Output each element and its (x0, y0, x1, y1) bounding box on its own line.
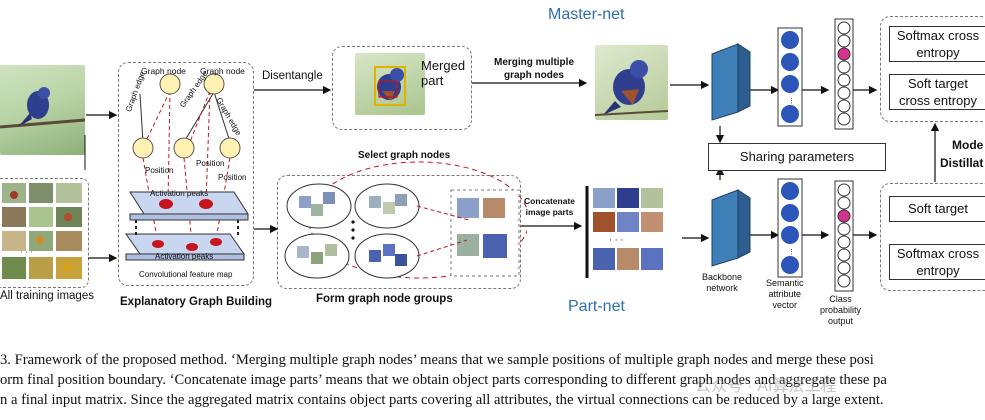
part-backbone (708, 188, 754, 268)
master-semantic-vector: ⋮ (777, 27, 803, 127)
position-label-2: Position (196, 159, 225, 168)
class-probability-output-label: Class probability output (820, 294, 862, 326)
merging-arrow (472, 78, 588, 88)
activation-peaks-top-label: Activation peaks (150, 189, 209, 198)
backbone-network-label: Backbone network (702, 272, 743, 293)
distillation-arrow (930, 122, 940, 182)
explanatory-graph-diagram (118, 62, 254, 284)
training-bird-photo (0, 65, 85, 155)
training-images-grid-box (0, 178, 89, 288)
svg-text:⋮: ⋮ (788, 98, 795, 105)
caption-line-1: 3. Framework of the proposed method. ‘Me… (0, 352, 874, 368)
part-semantic-vector: ⋮ (777, 178, 803, 278)
merged-part-label: Merged part (421, 58, 466, 88)
position-label-1: Position (145, 166, 174, 175)
disentangle-label: Disentangle (262, 70, 323, 82)
concatenate-arrow (521, 221, 583, 231)
form-graph-node-groups-label: Form graph node groups (316, 293, 453, 305)
concatenate-label: Concatenate image parts (524, 196, 576, 217)
merged-part-photo (355, 53, 425, 115)
input-arrows (84, 110, 118, 263)
model-distillation-label: Mode Distillat (940, 138, 984, 170)
master-backbone (708, 42, 754, 122)
activation-peaks-bottom-label: Activation peaks (155, 252, 214, 261)
caption-line-3: n a final input matrix. Since the aggreg… (0, 392, 884, 408)
svg-text:· · ·: · · · (609, 236, 623, 246)
graph-node-label-1: Graph node (141, 66, 186, 76)
part-net-label: Part-net (568, 298, 625, 315)
explanatory-graph-building-label: Explanatory Graph Building (120, 296, 273, 308)
master-net-input-photo (595, 45, 668, 120)
watermark: 公众号 · AI算法工程 (695, 378, 837, 395)
select-graph-nodes-label: Select graph nodes (358, 150, 451, 161)
svg-text:⋮: ⋮ (788, 249, 795, 256)
semantic-attribute-vector-label: Semantic attribute vector (766, 278, 804, 310)
network-connectors (670, 80, 878, 243)
conv-feature-map-label: Convolutional feature map (139, 270, 233, 279)
master-net-label: Master-net (548, 6, 625, 23)
master-class-output (834, 18, 854, 130)
merging-label: Merging multiple graph nodes (494, 57, 574, 81)
soft-target-box: Soft target (889, 196, 985, 222)
svg-text:· · ·: · · · (20, 248, 33, 257)
disentangle-arrow (254, 85, 332, 95)
graph-node-label-2: Graph node (200, 66, 245, 76)
all-training-images-label: All training images (0, 290, 94, 302)
groups-arrow (254, 224, 279, 234)
softmax-ce-top-box: Softmax cross entropy (889, 26, 985, 62)
graph-node-groups-diagram (277, 160, 530, 290)
softmax-ce-bottom-box: Softmax cross entropy (889, 244, 985, 280)
caption-line-2: orm final position boundary. ‘Concatenat… (0, 372, 887, 388)
training-image-thumbnails: · · · (2, 183, 84, 281)
figure-caption: 3. Framework of the proposed method. ‘Me… (0, 350, 985, 410)
concatenated-parts-matrix: · · · (585, 186, 683, 278)
part-class-output (834, 180, 854, 292)
position-label-3: Position (218, 173, 247, 182)
soft-target-ce-box: Soft target cross entropy (889, 74, 985, 110)
sharing-parameters-box: Sharing parameters (708, 143, 886, 171)
